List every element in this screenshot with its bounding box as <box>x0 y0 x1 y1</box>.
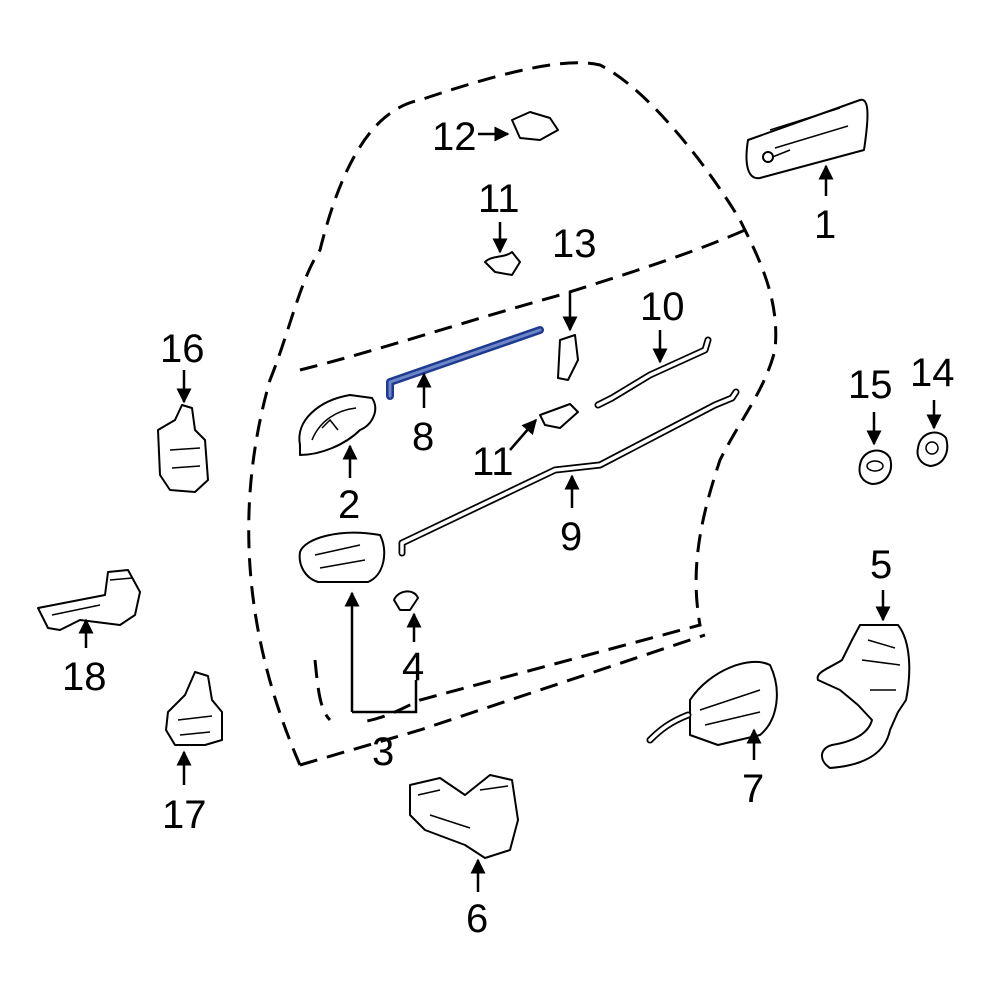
callout-18: 18 <box>62 655 107 699</box>
door-outline <box>247 61 778 767</box>
clip-part-11-upper[interactable] <box>484 222 521 276</box>
callout-13: 13 <box>552 222 597 266</box>
clip-part-11-lower[interactable] <box>509 403 579 451</box>
rod-part-10[interactable] <box>594 330 712 409</box>
callout-4: 4 <box>402 645 424 689</box>
callout-17: 17 <box>162 793 207 837</box>
callout-15: 15 <box>848 363 893 407</box>
callout-12: 12 <box>432 115 477 159</box>
inside-door-handle[interactable] <box>298 531 386 583</box>
callout-11-lower: 11 <box>472 440 514 484</box>
callout-11-upper: 11 <box>478 177 520 221</box>
lock-cover-bracket[interactable] <box>409 774 519 892</box>
callout-9: 9 <box>560 515 582 559</box>
grommet-part-14[interactable] <box>916 400 949 467</box>
clip-part-4[interactable] <box>393 590 422 642</box>
grommet-part-15[interactable] <box>858 412 892 485</box>
door-hinge-lower[interactable] <box>165 671 223 785</box>
callout-2: 2 <box>338 483 360 527</box>
link-part-13[interactable] <box>557 292 579 381</box>
callout-6: 6 <box>466 897 488 941</box>
callout-5: 5 <box>870 543 892 587</box>
callout-10: 10 <box>640 285 685 329</box>
callout-14: 14 <box>910 351 955 395</box>
callout-16: 16 <box>160 327 205 371</box>
door-check-strap[interactable] <box>37 569 141 648</box>
callout-3-leader <box>344 591 418 714</box>
long-link-rod[interactable] <box>398 388 740 557</box>
door-hinge-upper[interactable] <box>157 370 209 493</box>
callout-7: 7 <box>742 767 764 811</box>
lock-rod-highlighted[interactable] <box>386 326 544 408</box>
outside-door-handle[interactable] <box>745 98 869 196</box>
lock-actuator[interactable] <box>646 660 778 760</box>
callout-8: 8 <box>412 415 434 459</box>
inside-handle-bezel[interactable] <box>298 394 377 478</box>
callout-3: 3 <box>372 730 394 774</box>
clip-part-12[interactable] <box>478 111 559 142</box>
door-lock-assembly[interactable] <box>816 590 911 769</box>
callout-1: 1 <box>814 203 836 247</box>
